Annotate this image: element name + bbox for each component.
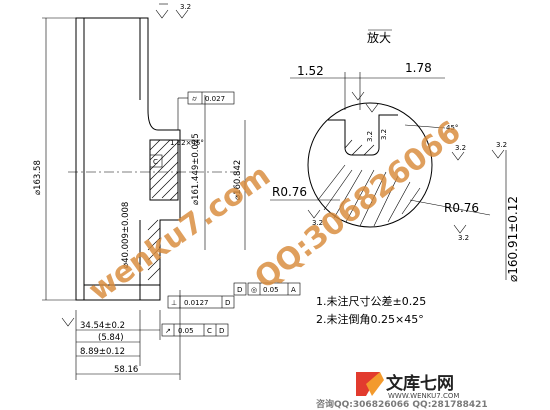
detail-radius-right: R0.76 <box>444 201 479 215</box>
detail-view: 放大 1.52 1.78 3.2 <box>270 29 520 282</box>
bore-right-diameter-label: ⌀160.842 <box>233 160 243 200</box>
bore-diameter-label: ⌀40.009±0.008 <box>121 202 131 268</box>
part-outline <box>75 17 181 301</box>
outer-diameter-label: ⌀163.58 <box>33 160 43 195</box>
footer-contact: 咨询QQ:306826066 QQ:281788421 <box>316 398 488 410</box>
tolerance-frame-bottom: ↗ 0.05 C D <box>161 323 229 337</box>
detail-width-left: 1.52 <box>297 64 324 78</box>
svg-text:⌭: ⌭ <box>192 95 197 103</box>
svg-text:C: C <box>207 327 212 335</box>
svg-text:↗: ↗ <box>165 327 171 335</box>
svg-text:3.2: 3.2 <box>366 131 374 142</box>
technical-notes: 1.未注尺寸公差±0.25 2.未注倒角0.25×45° <box>316 294 426 326</box>
svg-text:◎: ◎ <box>251 286 257 294</box>
brand-logo-icon <box>356 372 384 396</box>
svg-text:0.027: 0.027 <box>205 95 225 103</box>
length-b-label: (5.84) <box>98 333 124 343</box>
svg-text:3.2: 3.2 <box>496 141 507 149</box>
shoulder-diameter-label: ⌀161.449±0.025 <box>191 133 201 205</box>
note-2: 2.未注倒角0.25×45° <box>316 312 424 326</box>
chamfer-label: 1.52×45° <box>170 139 204 147</box>
svg-text:A: A <box>291 286 296 294</box>
detail-width-right: 1.78 <box>405 61 432 75</box>
web-hatching <box>147 219 161 281</box>
svg-text:0.05: 0.05 <box>178 327 194 335</box>
svg-text:⊥: ⊥ <box>171 299 177 307</box>
detail-roughness-marks: 3.2 3.2 3.2 3.2 3.2 3.2 <box>307 91 507 242</box>
watermarks: wenku7.com QQ:306826066 <box>83 114 468 308</box>
detail-radius-left: R0.76 <box>272 185 307 199</box>
detail-title: 放大 <box>367 30 391 45</box>
svg-text:3.2: 3.2 <box>458 234 469 242</box>
bore-section <box>149 139 179 201</box>
brand-block: 文库七网 WWW.WENKU7.COM 咨询QQ:306826066 QQ:28… <box>316 372 488 410</box>
length-total-label: 58.16 <box>114 365 138 375</box>
top-roughness-mark: 3.2 <box>155 3 191 19</box>
roughness-mark-bottom-left <box>61 317 75 327</box>
tolerance-frame-mid: ⊥ 0.0127 D <box>167 295 235 309</box>
svg-text:0.05: 0.05 <box>263 286 279 294</box>
svg-text:D: D <box>225 299 230 307</box>
bore-hatching <box>149 139 179 201</box>
detail-chamfer-label: 45° <box>446 124 458 132</box>
svg-text:3.2: 3.2 <box>312 219 323 227</box>
length-a-label: 34.54±0.2 <box>80 321 125 331</box>
watermark-qq: QQ:306826066 <box>248 114 467 296</box>
datum-c: C <box>149 154 163 168</box>
svg-text:C: C <box>153 158 158 166</box>
detail-diameter-label: ⌀160.91±0.12 <box>506 196 520 282</box>
svg-text:D: D <box>237 286 242 294</box>
brand-domain: WWW.WENKU7.COM <box>388 392 459 400</box>
length-c-label: 8.89±0.12 <box>80 347 125 357</box>
svg-text:0.0127: 0.0127 <box>184 299 209 307</box>
brand-name: 文库七网 <box>386 373 454 394</box>
length-dimensions: 34.54±0.2 (5.84) 8.89±0.12 58.16 <box>75 290 181 380</box>
tolerance-frame-top: ⌭ 0.027 <box>177 91 235 130</box>
tolerance-frame-right: D ◎ 0.05 A <box>233 282 301 296</box>
roughness-label-top: 3.2 <box>180 3 191 11</box>
svg-text:3.2: 3.2 <box>380 129 388 140</box>
detail-groove <box>328 114 398 156</box>
svg-text:D: D <box>219 327 224 335</box>
main-section-view: 3.2 <box>33 3 301 380</box>
svg-text:3.2: 3.2 <box>455 144 466 152</box>
detail-circle <box>307 102 433 228</box>
note-1: 1.未注尺寸公差±0.25 <box>316 294 426 308</box>
detail-hatching <box>317 139 421 227</box>
